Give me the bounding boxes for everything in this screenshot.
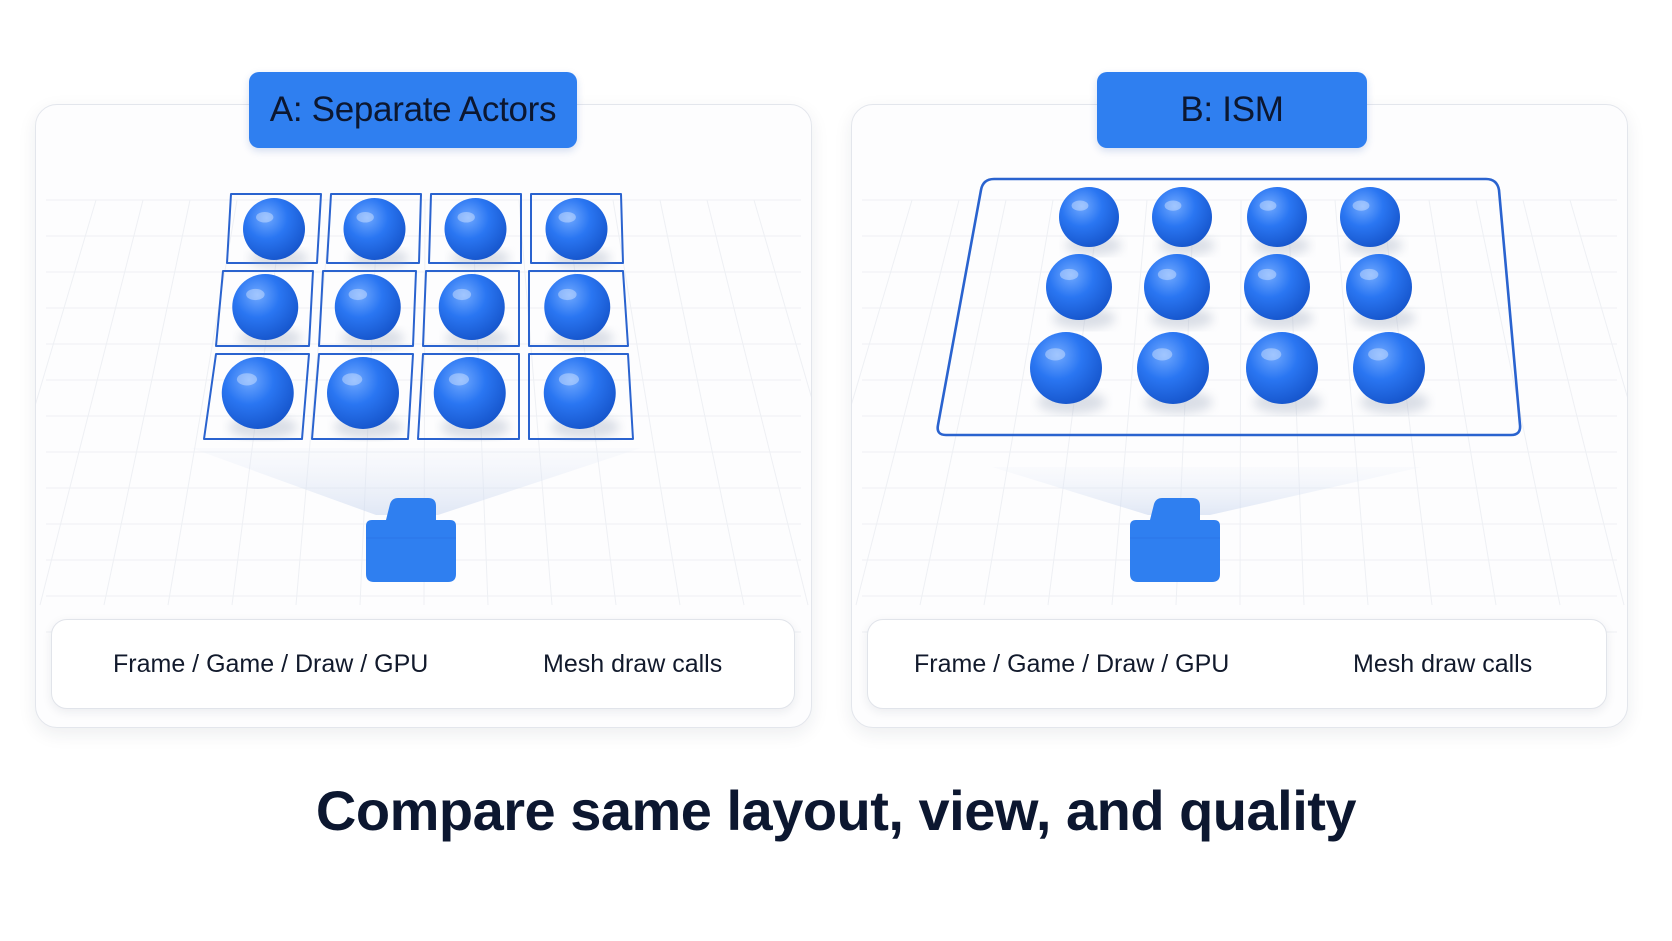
sphere-icon bbox=[1340, 187, 1400, 247]
panel-title-b: B: ISM bbox=[1097, 72, 1367, 148]
instanced-mesh-bounds bbox=[936, 177, 1522, 437]
sphere-icon bbox=[1246, 332, 1318, 404]
sphere-highlight bbox=[1257, 268, 1277, 281]
grid-line bbox=[295, 199, 332, 606]
sphere-icon bbox=[1030, 332, 1102, 404]
sphere-icon bbox=[1144, 254, 1210, 320]
sphere-highlight bbox=[1259, 200, 1277, 211]
sphere-icon bbox=[243, 198, 305, 260]
stat-label-frame-timings: Frame / Game / Draw / GPU bbox=[113, 650, 429, 678]
sphere-highlight bbox=[1164, 200, 1182, 211]
grid-line bbox=[1428, 199, 1497, 606]
sphere-icon bbox=[544, 274, 611, 340]
scene-separate-actors bbox=[36, 193, 811, 633]
stat-label-frame-timings: Frame / Game / Draw / GPU bbox=[914, 650, 1230, 678]
sphere-highlight bbox=[452, 288, 472, 301]
sphere-highlight bbox=[348, 288, 368, 301]
sphere-icon bbox=[1244, 254, 1310, 320]
sphere-highlight bbox=[1359, 268, 1379, 281]
grid-line bbox=[659, 199, 745, 606]
grid-line bbox=[1522, 199, 1625, 606]
actor-cell-outline bbox=[318, 270, 417, 347]
sphere-highlight bbox=[1059, 268, 1079, 281]
stats-bar-a: Frame / Game / Draw / GPU Mesh draw call… bbox=[51, 619, 795, 709]
stats-bar-b: Frame / Game / Draw / GPU Mesh draw call… bbox=[867, 619, 1607, 709]
grid-line bbox=[36, 199, 97, 405]
grid-line bbox=[39, 199, 144, 606]
sphere-icon bbox=[1137, 332, 1209, 404]
grid-line bbox=[1111, 199, 1148, 606]
camera-frustum bbox=[191, 448, 641, 515]
actor-cells bbox=[203, 193, 634, 440]
actor-cell-outline bbox=[528, 353, 634, 440]
sphere-highlight bbox=[558, 288, 577, 301]
sphere-icon bbox=[1059, 187, 1119, 247]
sphere-icon bbox=[1247, 187, 1307, 247]
sphere-icon bbox=[327, 357, 399, 429]
sphere-icon bbox=[1152, 187, 1212, 247]
sphere-icon bbox=[433, 357, 506, 429]
sphere-icon bbox=[1046, 254, 1112, 320]
sphere-icon bbox=[545, 198, 608, 260]
grid-line bbox=[983, 199, 1054, 606]
sphere-highlight bbox=[1352, 200, 1370, 211]
sphere-highlight bbox=[558, 373, 580, 386]
sphere-highlight bbox=[1368, 348, 1389, 361]
actor-cell-outline bbox=[203, 353, 310, 440]
actor-cell-outline bbox=[528, 270, 629, 347]
grid-line bbox=[753, 199, 811, 398]
sphere-icon bbox=[444, 198, 507, 260]
grid-line bbox=[1239, 199, 1242, 606]
grid-line bbox=[612, 199, 681, 606]
actor-cell-outline bbox=[226, 193, 322, 264]
stat-label-draw-calls: Mesh draw calls bbox=[543, 650, 723, 678]
sphere-icon bbox=[1346, 254, 1412, 320]
grid-line bbox=[167, 199, 238, 606]
grid-line bbox=[1334, 199, 1369, 606]
sphere-highlight bbox=[356, 211, 374, 223]
grid-line bbox=[852, 199, 913, 405]
sphere-highlight bbox=[342, 373, 363, 386]
actor-cell-outline bbox=[215, 270, 314, 347]
sphere-highlight bbox=[1152, 348, 1173, 361]
sphere-highlight bbox=[1045, 348, 1066, 361]
folder-icon bbox=[1130, 498, 1220, 582]
actor-cell-outline bbox=[311, 353, 414, 440]
grid-line bbox=[103, 199, 191, 606]
folder-body bbox=[366, 498, 456, 582]
caption: Compare same layout, view, and quality bbox=[315, 779, 1357, 842]
folder-icon bbox=[366, 498, 456, 582]
sphere-highlight bbox=[448, 373, 470, 386]
sphere-icon bbox=[543, 357, 616, 429]
sphere-icon bbox=[334, 274, 401, 340]
sphere-highlight bbox=[1157, 268, 1177, 281]
actor-cell-outline bbox=[428, 193, 522, 264]
sphere-icon bbox=[1353, 332, 1425, 404]
grid-line bbox=[855, 199, 960, 606]
actor-cell-outline bbox=[422, 270, 520, 347]
actor-cell-outline bbox=[417, 353, 520, 440]
sphere-highlight bbox=[236, 373, 258, 386]
sphere-highlight bbox=[558, 211, 576, 223]
instanced-spheres bbox=[1030, 187, 1429, 414]
camera-frustum bbox=[992, 467, 1422, 515]
grid-line bbox=[518, 199, 553, 606]
sphere-icon bbox=[232, 274, 299, 340]
sphere-highlight bbox=[1261, 348, 1282, 361]
panel-title-a: A: Separate Actors bbox=[249, 72, 577, 148]
sphere-icon bbox=[221, 357, 294, 429]
sphere-highlight bbox=[246, 288, 265, 301]
sphere-highlight bbox=[1071, 200, 1089, 211]
grid-line bbox=[919, 199, 1007, 606]
sphere-icon bbox=[343, 198, 406, 260]
actor-cell-outline bbox=[530, 193, 624, 264]
folder-body bbox=[1130, 498, 1220, 582]
stat-label-draw-calls: Mesh draw calls bbox=[1353, 650, 1533, 678]
sphere-icon bbox=[438, 274, 505, 340]
sphere-highlight bbox=[457, 211, 475, 223]
grid-line bbox=[706, 199, 809, 606]
sphere-highlight bbox=[256, 211, 274, 223]
grid-line bbox=[1569, 199, 1627, 398]
actor-cell-outline bbox=[326, 193, 422, 264]
